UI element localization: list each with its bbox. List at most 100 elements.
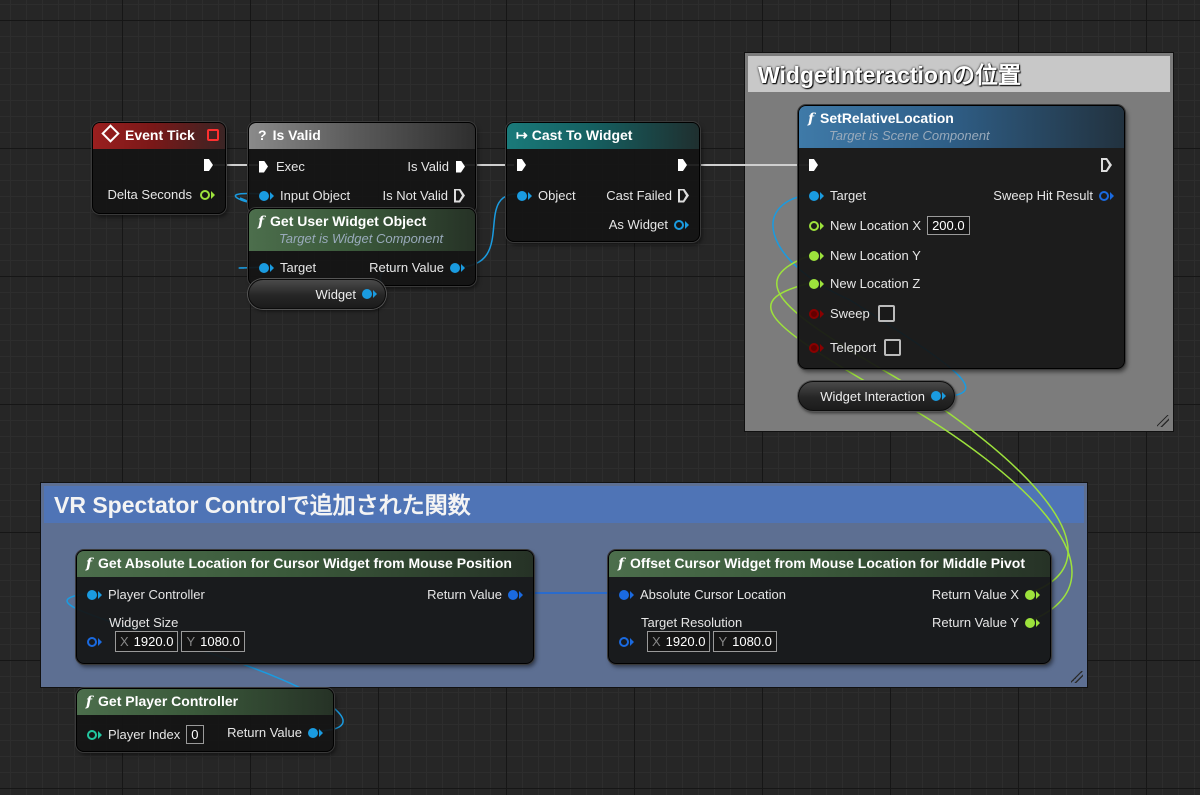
new-location-x-pin[interactable]: New Location X 200.0 [809, 216, 970, 235]
float-pin-icon[interactable] [809, 220, 819, 231]
int-pin-icon[interactable] [87, 729, 97, 740]
node-header[interactable]: ↦Cast To Widget [507, 123, 699, 149]
exec-out-pin[interactable] [204, 159, 213, 171]
is-not-valid-out-pin[interactable]: Is Not Valid [382, 188, 465, 203]
float-pin-icon[interactable] [1025, 589, 1035, 600]
exec-arrow-icon [456, 160, 465, 173]
cast-failed-pin[interactable]: Cast Failed [606, 188, 689, 203]
struct-pin-icon[interactable] [1099, 190, 1109, 201]
node-title: Get Absolute Location for Cursor Widget … [98, 555, 512, 571]
object-pin-icon[interactable] [517, 190, 527, 201]
return-value-pin[interactable]: Return Value [427, 587, 523, 602]
return-value-y-pin[interactable]: Return Value Y [932, 615, 1040, 630]
struct-pin-icon[interactable] [508, 589, 518, 600]
node-header[interactable]: ?Is Valid [249, 123, 475, 149]
object-pin-icon[interactable] [87, 589, 97, 600]
exec-in-pin[interactable] [809, 159, 818, 171]
as-widget-pin[interactable]: As Widget [609, 217, 689, 232]
target-pin[interactable]: Target [809, 188, 866, 203]
exec-in-pin[interactable] [517, 159, 526, 171]
delegate-pin-icon[interactable] [207, 129, 219, 141]
exec-arrow-hollow-icon [1101, 158, 1112, 172]
float-pin-icon[interactable] [809, 278, 819, 289]
object-pin-icon[interactable] [674, 219, 684, 230]
new-location-z-pin[interactable]: New Location Z [809, 276, 920, 291]
struct-pin-icon[interactable] [619, 589, 629, 600]
node-header[interactable]: Event Tick [93, 123, 225, 149]
new-location-y-pin[interactable]: New Location Y [809, 248, 921, 263]
is-valid-out-pin[interactable]: Is Valid [407, 159, 465, 174]
struct-pin-icon[interactable] [87, 636, 97, 647]
node-title: Event Tick [125, 127, 195, 143]
sweep-hit-result-pin[interactable]: Sweep Hit Result [993, 188, 1114, 203]
function-icon: f [618, 556, 625, 572]
exec-in-pin[interactable]: Exec [259, 159, 305, 174]
object-pin-icon[interactable] [308, 727, 318, 738]
input-object-pin[interactable]: Input Object [259, 188, 350, 203]
float-pin-icon[interactable] [200, 189, 210, 200]
node-subtitle: Target is Scene Component [829, 128, 990, 143]
float-pin-icon[interactable] [1025, 617, 1035, 628]
struct-pin-icon[interactable] [619, 636, 629, 647]
comment-title[interactable]: VR Spectator Controlで追加された関数 [44, 486, 1084, 523]
variable-node-widget[interactable]: Widget [248, 279, 386, 309]
object-pin-icon[interactable] [450, 262, 460, 273]
pin-label: Player Controller [108, 587, 205, 602]
bool-pin-icon[interactable] [809, 308, 819, 319]
resize-grip-icon[interactable] [1071, 671, 1083, 683]
new-location-x-input[interactable]: 200.0 [927, 216, 970, 235]
delta-seconds-pin[interactable]: Delta Seconds [107, 187, 215, 202]
exec-arrow-icon [678, 159, 687, 171]
teleport-pin[interactable]: Teleport [809, 339, 902, 356]
player-controller-pin[interactable]: Player Controller [87, 587, 205, 602]
node-title: Get User Widget Object [270, 213, 427, 229]
exec-out-pin[interactable] [678, 159, 687, 171]
return-value-pin[interactable]: Return Value [227, 725, 323, 740]
teleport-checkbox[interactable] [884, 339, 902, 356]
resize-grip-icon[interactable] [1157, 415, 1169, 427]
player-index-input[interactable]: 0 [186, 725, 204, 744]
return-value-pin[interactable]: Return Value [369, 260, 465, 275]
object-pin-icon[interactable] [259, 190, 269, 201]
exec-arrow-hollow-icon [454, 189, 465, 203]
absolute-cursor-location-pin[interactable]: Absolute Cursor Location [619, 587, 786, 602]
bool-pin-icon[interactable] [809, 342, 819, 353]
node-cast-to-widget[interactable]: ↦Cast To Widget Object Cast Failed As Wi… [506, 122, 700, 242]
exec-out-pin[interactable] [1101, 158, 1112, 172]
comment-title[interactable]: WidgetInteractionの位置 [748, 56, 1170, 92]
variable-node-widget-interaction[interactable]: Widget Interaction [798, 381, 955, 411]
exec-arrow-icon [259, 160, 268, 173]
pin-label: As Widget [608, 217, 668, 232]
pin-label: Return Value Y [932, 615, 1019, 630]
node-is-valid[interactable]: ?Is Valid Exec Is Valid Input Object Is … [248, 122, 476, 214]
sweep-checkbox[interactable] [877, 305, 895, 322]
object-pin-icon[interactable] [809, 190, 819, 201]
object-pin-icon[interactable] [259, 262, 269, 273]
node-event-tick[interactable]: Event Tick Delta Seconds [92, 122, 226, 214]
player-index-pin[interactable]: Player Index 0 [87, 725, 204, 744]
object-pin-icon[interactable] [931, 391, 941, 401]
object-pin-icon[interactable] [362, 289, 372, 299]
float-pin-icon[interactable] [809, 250, 819, 261]
target-pin[interactable]: Target [259, 260, 316, 275]
return-value-x-pin[interactable]: Return Value X [932, 587, 1040, 602]
sweep-pin[interactable]: Sweep [809, 305, 895, 322]
node-title: SetRelativeLocation [820, 110, 954, 126]
object-pin[interactable]: Object [517, 188, 576, 203]
